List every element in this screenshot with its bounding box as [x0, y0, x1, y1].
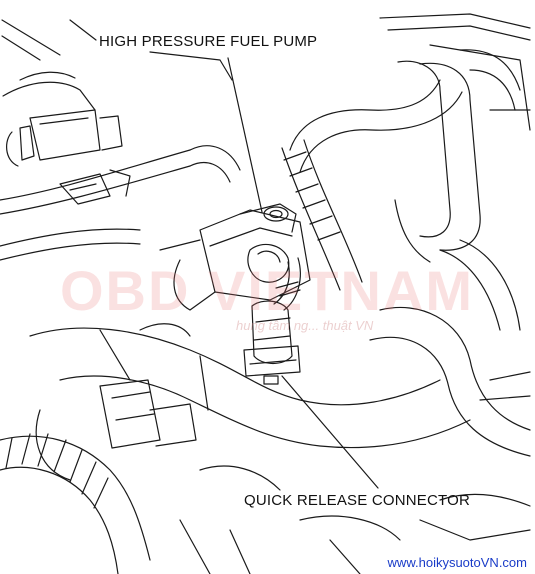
fuel-return-hose — [289, 60, 481, 263]
ribbed-intake-hose — [0, 433, 151, 574]
ribbed-fuel-hose — [281, 139, 363, 291]
air-intake-duct — [29, 323, 471, 449]
sensor-connector-block — [6, 109, 123, 167]
high-pressure-fuel-pump — [159, 203, 311, 311]
top-right-bracket — [379, 13, 531, 131]
watermark-logo: OBD VIETNAM — [60, 259, 474, 322]
label-high-pressure-fuel-pump: HIGH PRESSURE FUEL PUMP — [99, 33, 318, 50]
label-quick-release-connector: QUICK RELEASE CONNECTOR — [244, 492, 471, 509]
engine-cover-top-left — [1, 19, 233, 111]
leader-lines — [227, 57, 379, 489]
lower-engine-components — [179, 465, 531, 574]
quick-release-connector — [243, 300, 301, 385]
right-side-hoses — [369, 239, 531, 457]
hose-clamp-bracket — [35, 379, 197, 481]
wiring-harness — [0, 145, 241, 261]
footer-website-link[interactable]: www.hoikysuotoVN.com — [387, 555, 527, 570]
watermark-tagline: hung tâm ng... thuật VN — [236, 318, 374, 333]
